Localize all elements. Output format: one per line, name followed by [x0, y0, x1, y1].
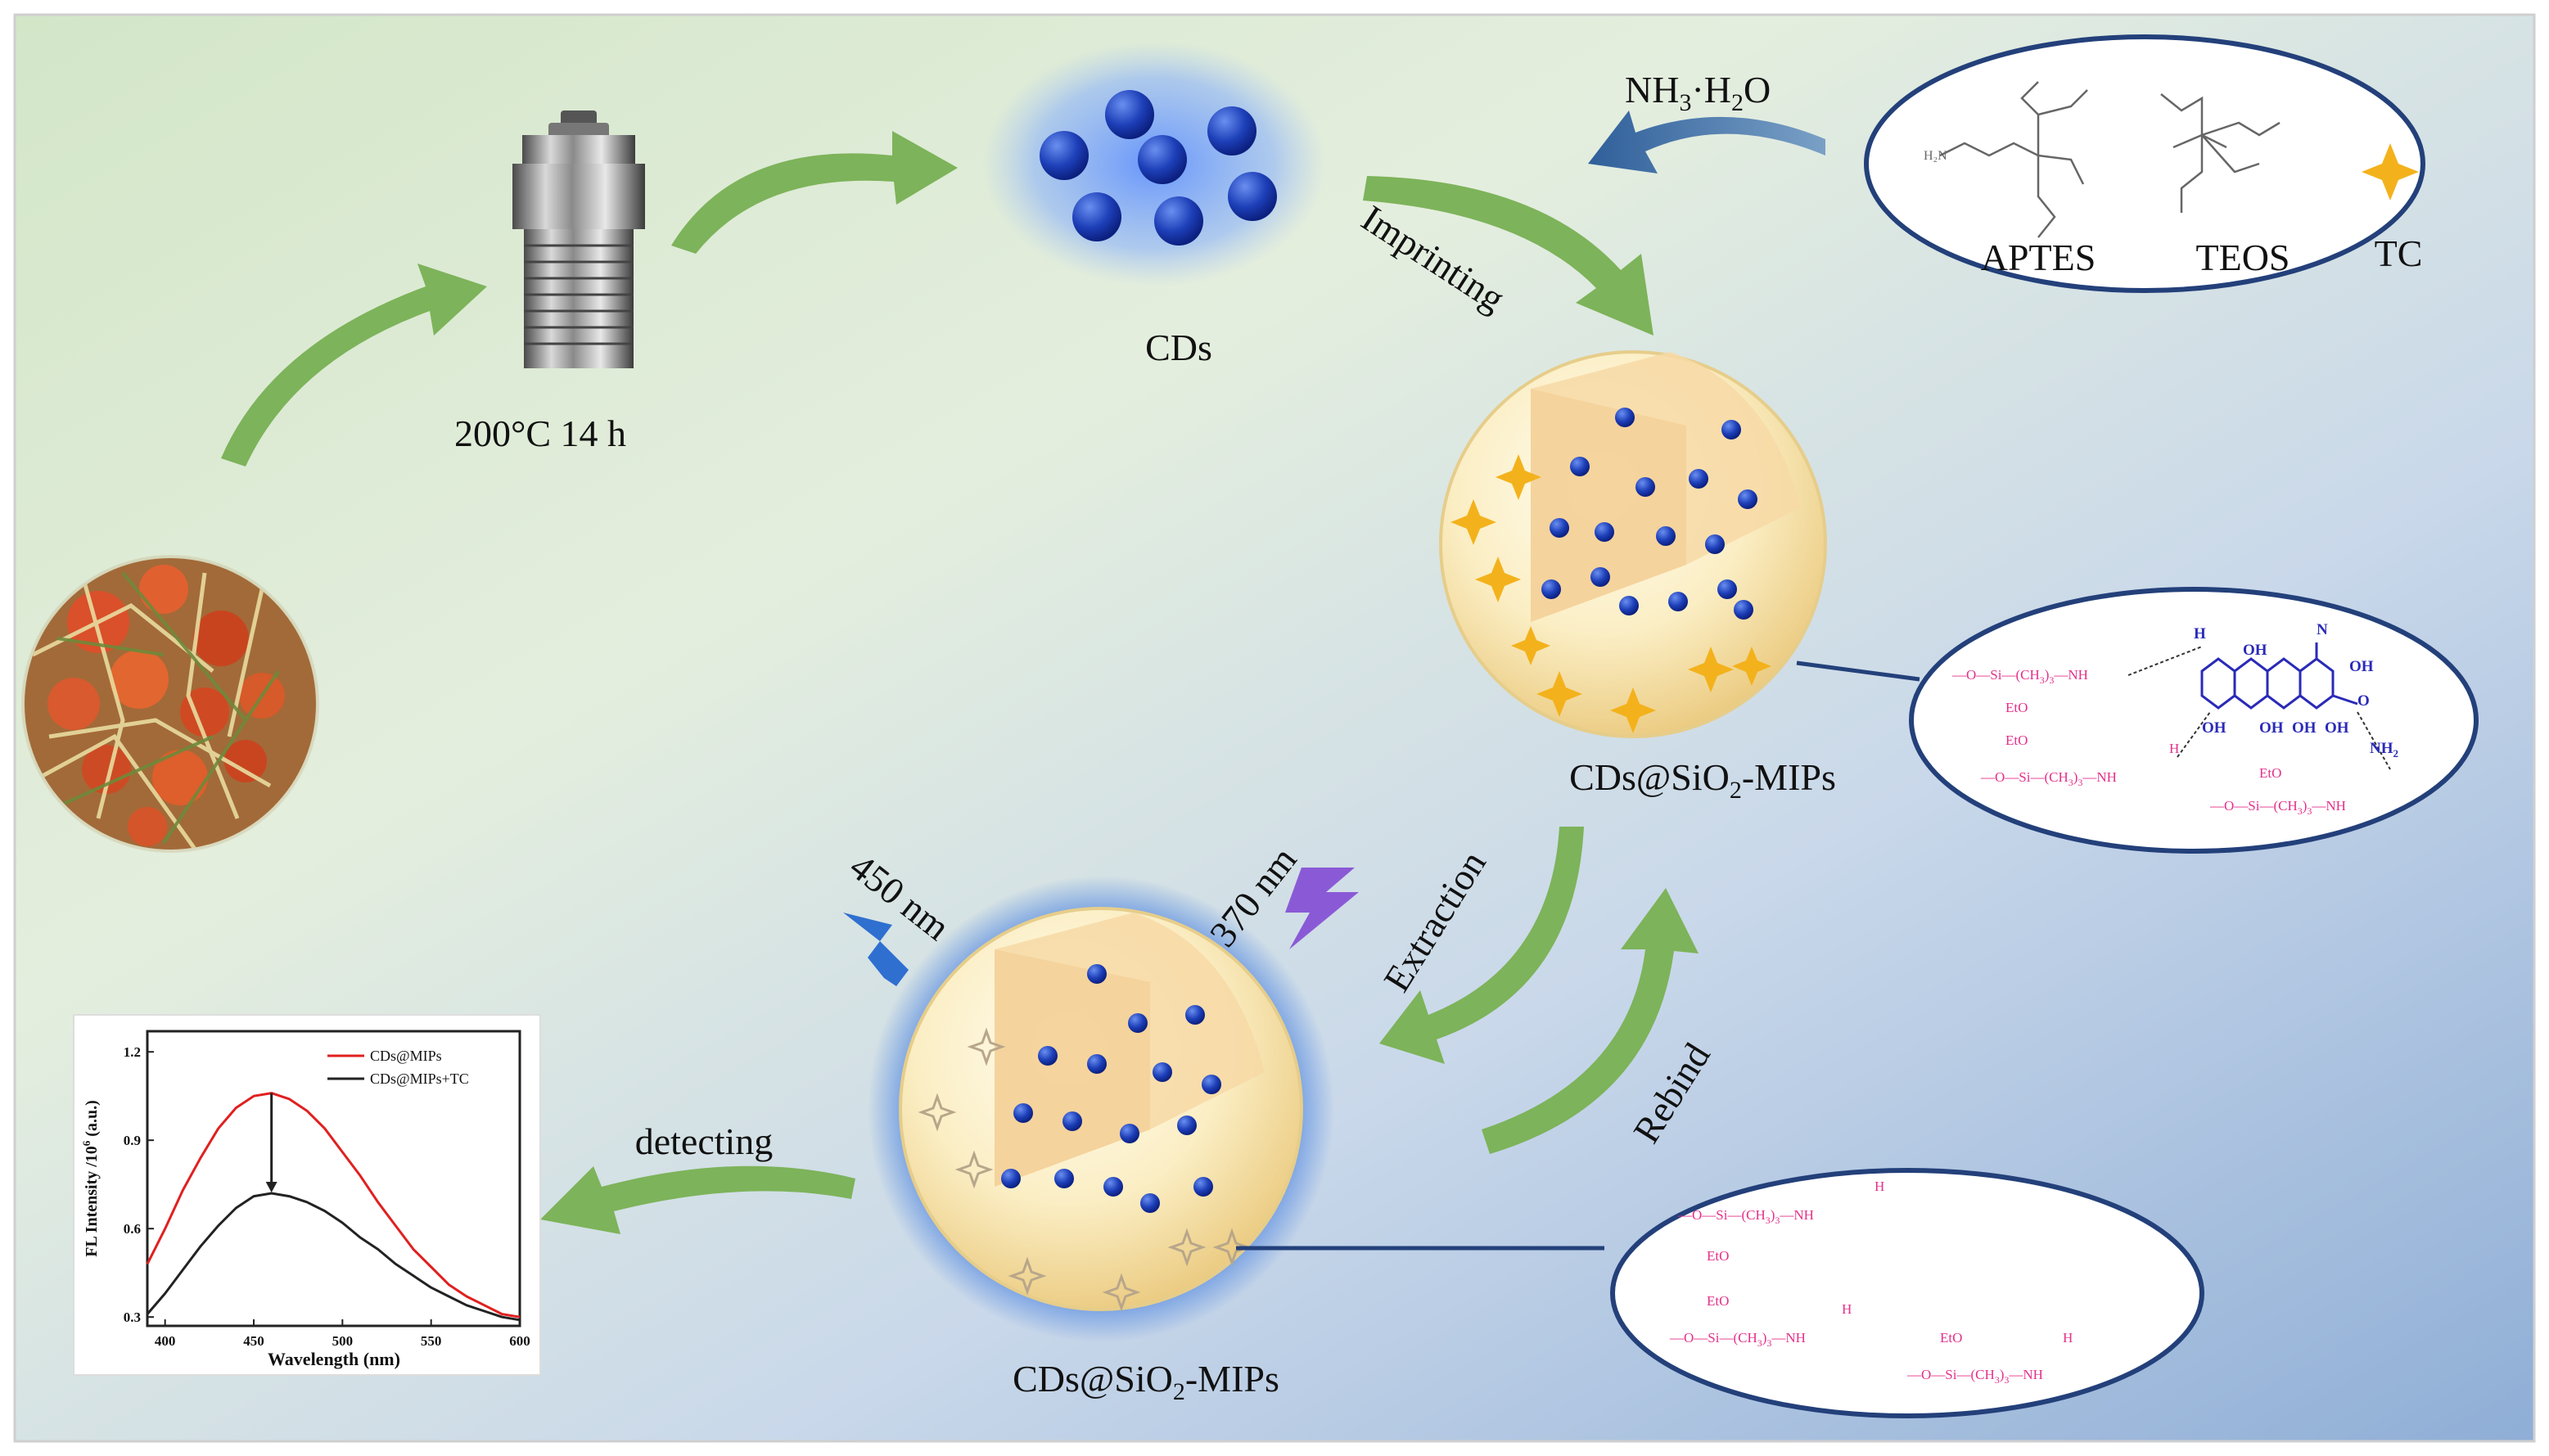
x-tick-label: 450: [243, 1333, 264, 1349]
detecting-arrow: [540, 1165, 855, 1234]
x-tick-label: 550: [421, 1333, 442, 1349]
y-tick-label: 0.6: [124, 1221, 141, 1237]
series-layer: [146, 1092, 521, 1322]
reagents-panel: H₂N APTES TEOS TC: [1864, 34, 2425, 293]
svg-text:—O—Si—(CH3)3—NH: —O—Si—(CH3)3—NH: [1677, 1207, 1814, 1226]
carbon-dots-cluster: [982, 41, 1326, 286]
y-axis-label: FL Intensity /106 (a.u.): [80, 1100, 101, 1257]
svg-text:NH2: NH2: [2370, 740, 2398, 760]
hydrogen-bond-lines: [2127, 646, 2391, 770]
svg-text:OH: OH: [2243, 642, 2267, 659]
autoclave-icon: [512, 110, 645, 368]
svg-text:H: H: [2169, 741, 2179, 756]
embedded-cds-dots: [1541, 408, 1757, 620]
tetracycline-structure-icon: [2200, 642, 2358, 710]
empty-cavities: [918, 1027, 1252, 1312]
y-tick-label: 1.2: [124, 1044, 141, 1060]
svg-text:—O—Si—(CH3)3—NH: —O—Si—(CH3)3—NH: [1906, 1367, 2043, 1386]
empty-site-structure: —O—Si—(CH3)3—NH H EtO EtO —O—Si—(CH3)3—N…: [1610, 1168, 2204, 1418]
tc-label: TC: [2375, 232, 2423, 274]
teos-label: TEOS: [2196, 237, 2290, 278]
tc-star-icon: [2362, 143, 2419, 201]
extraction-arrow: [1379, 827, 1584, 1064]
tomato-waste-photo: [21, 555, 319, 853]
detecting-label: detecting: [635, 1120, 774, 1162]
excitation-bolt-icon: [1285, 868, 1359, 949]
emission-bolt-icon: [843, 913, 909, 986]
svg-text:OH: OH: [2349, 658, 2374, 675]
x-axis-ticks: 400 450 500 550 600: [155, 1319, 530, 1349]
mip-label-top: CDs@SiO2-MIPs: [1569, 756, 1836, 804]
svg-text:—O—Si—(CH3)3—NH: —O—Si—(CH3)3—NH: [1980, 769, 2117, 788]
svg-text:H: H: [2194, 625, 2206, 642]
svg-text:EtO: EtO: [1707, 1293, 1729, 1309]
svg-text:EtO: EtO: [2005, 700, 2028, 715]
x-tick-label: 600: [509, 1333, 530, 1349]
fluorescence-chart: 400 450 500 550 600 0.3 0.6 0.9 1.2 CDs@MIPs CD…: [73, 1014, 541, 1376]
y-tick-label: 0.3: [124, 1309, 141, 1325]
cds-label: CDs: [1145, 327, 1212, 368]
svg-text:EtO: EtO: [1940, 1330, 1962, 1346]
imprinting-arrow: [1363, 176, 1653, 336]
series-line-1: [146, 1092, 521, 1319]
svg-text:OH: OH: [2259, 719, 2284, 737]
quench-arrowhead: [265, 1182, 277, 1192]
legend-label-2: CDs@MIPs+TC: [370, 1071, 469, 1087]
svg-text:EtO: EtO: [2259, 765, 2281, 781]
mip-label-bottom: CDs@SiO2-MIPs: [1013, 1358, 1279, 1405]
callout-line-top: [1796, 660, 1920, 682]
svg-text:EtO: EtO: [1707, 1248, 1729, 1264]
ammonia-label: NH3·H2O: [1625, 69, 1771, 116]
template-stars: [1450, 454, 1771, 733]
svg-text:H: H: [1875, 1179, 1884, 1194]
mip-sphere-imprinted: [1439, 350, 1827, 738]
rebind-arrow: [1482, 888, 1699, 1154]
x-tick-label: 500: [332, 1333, 354, 1349]
arrow-to-cds: [671, 131, 958, 254]
svg-text:H₂N: H₂N: [1924, 149, 1947, 163]
svg-text:OH: OH: [2325, 719, 2349, 737]
svg-text:—O—Si—(CH3)3—NH: —O—Si—(CH3)3—NH: [1669, 1330, 1806, 1349]
aptes-label: APTES: [1981, 237, 2096, 278]
plot-frame: [146, 1030, 521, 1328]
chart-legend: CDs@MIPs CDs@MIPs+TC: [327, 1048, 469, 1087]
svg-text:OH: OH: [2292, 719, 2317, 737]
reactor-condition-label: 200°C 14 h: [454, 412, 626, 454]
y-axis-ticks: 0.3 0.6 0.9 1.2: [124, 1044, 154, 1325]
mip-sphere-extracted: [868, 876, 1334, 1342]
svg-text:OH: OH: [2202, 719, 2226, 737]
series-line-2: [146, 1192, 521, 1322]
svg-text:O: O: [2357, 692, 2370, 710]
svg-text:—O—Si—(CH3)3—NH: —O—Si—(CH3)3—NH: [2209, 798, 2346, 817]
svg-text:EtO: EtO: [2005, 733, 2028, 748]
teos-structure-icon: [2160, 93, 2281, 213]
embedded-cds-dots: [1001, 964, 1221, 1213]
svg-text:N: N: [2317, 621, 2328, 638]
imprinted-site-structure: —O—Si—(CH3)3—NH EtO EtO —O—Si—(CH3)3—NH …: [1909, 587, 2479, 854]
y-tick-label: 0.9: [124, 1133, 141, 1148]
svg-text:—O—Si—(CH3)3—NH: —O—Si—(CH3)3—NH: [1951, 667, 2088, 686]
arrow-to-reactor: [221, 264, 487, 467]
aptes-structure-icon: H₂N: [1924, 81, 2088, 238]
chart-background: [73, 1014, 541, 1376]
x-tick-label: 400: [155, 1333, 176, 1349]
legend-label-1: CDs@MIPs: [370, 1048, 442, 1064]
arrow-from-reagents: [1588, 110, 1825, 174]
svg-text:H: H: [2063, 1330, 2073, 1346]
svg-text:H: H: [1842, 1301, 1852, 1317]
x-axis-label: Wavelength (nm): [268, 1349, 400, 1369]
